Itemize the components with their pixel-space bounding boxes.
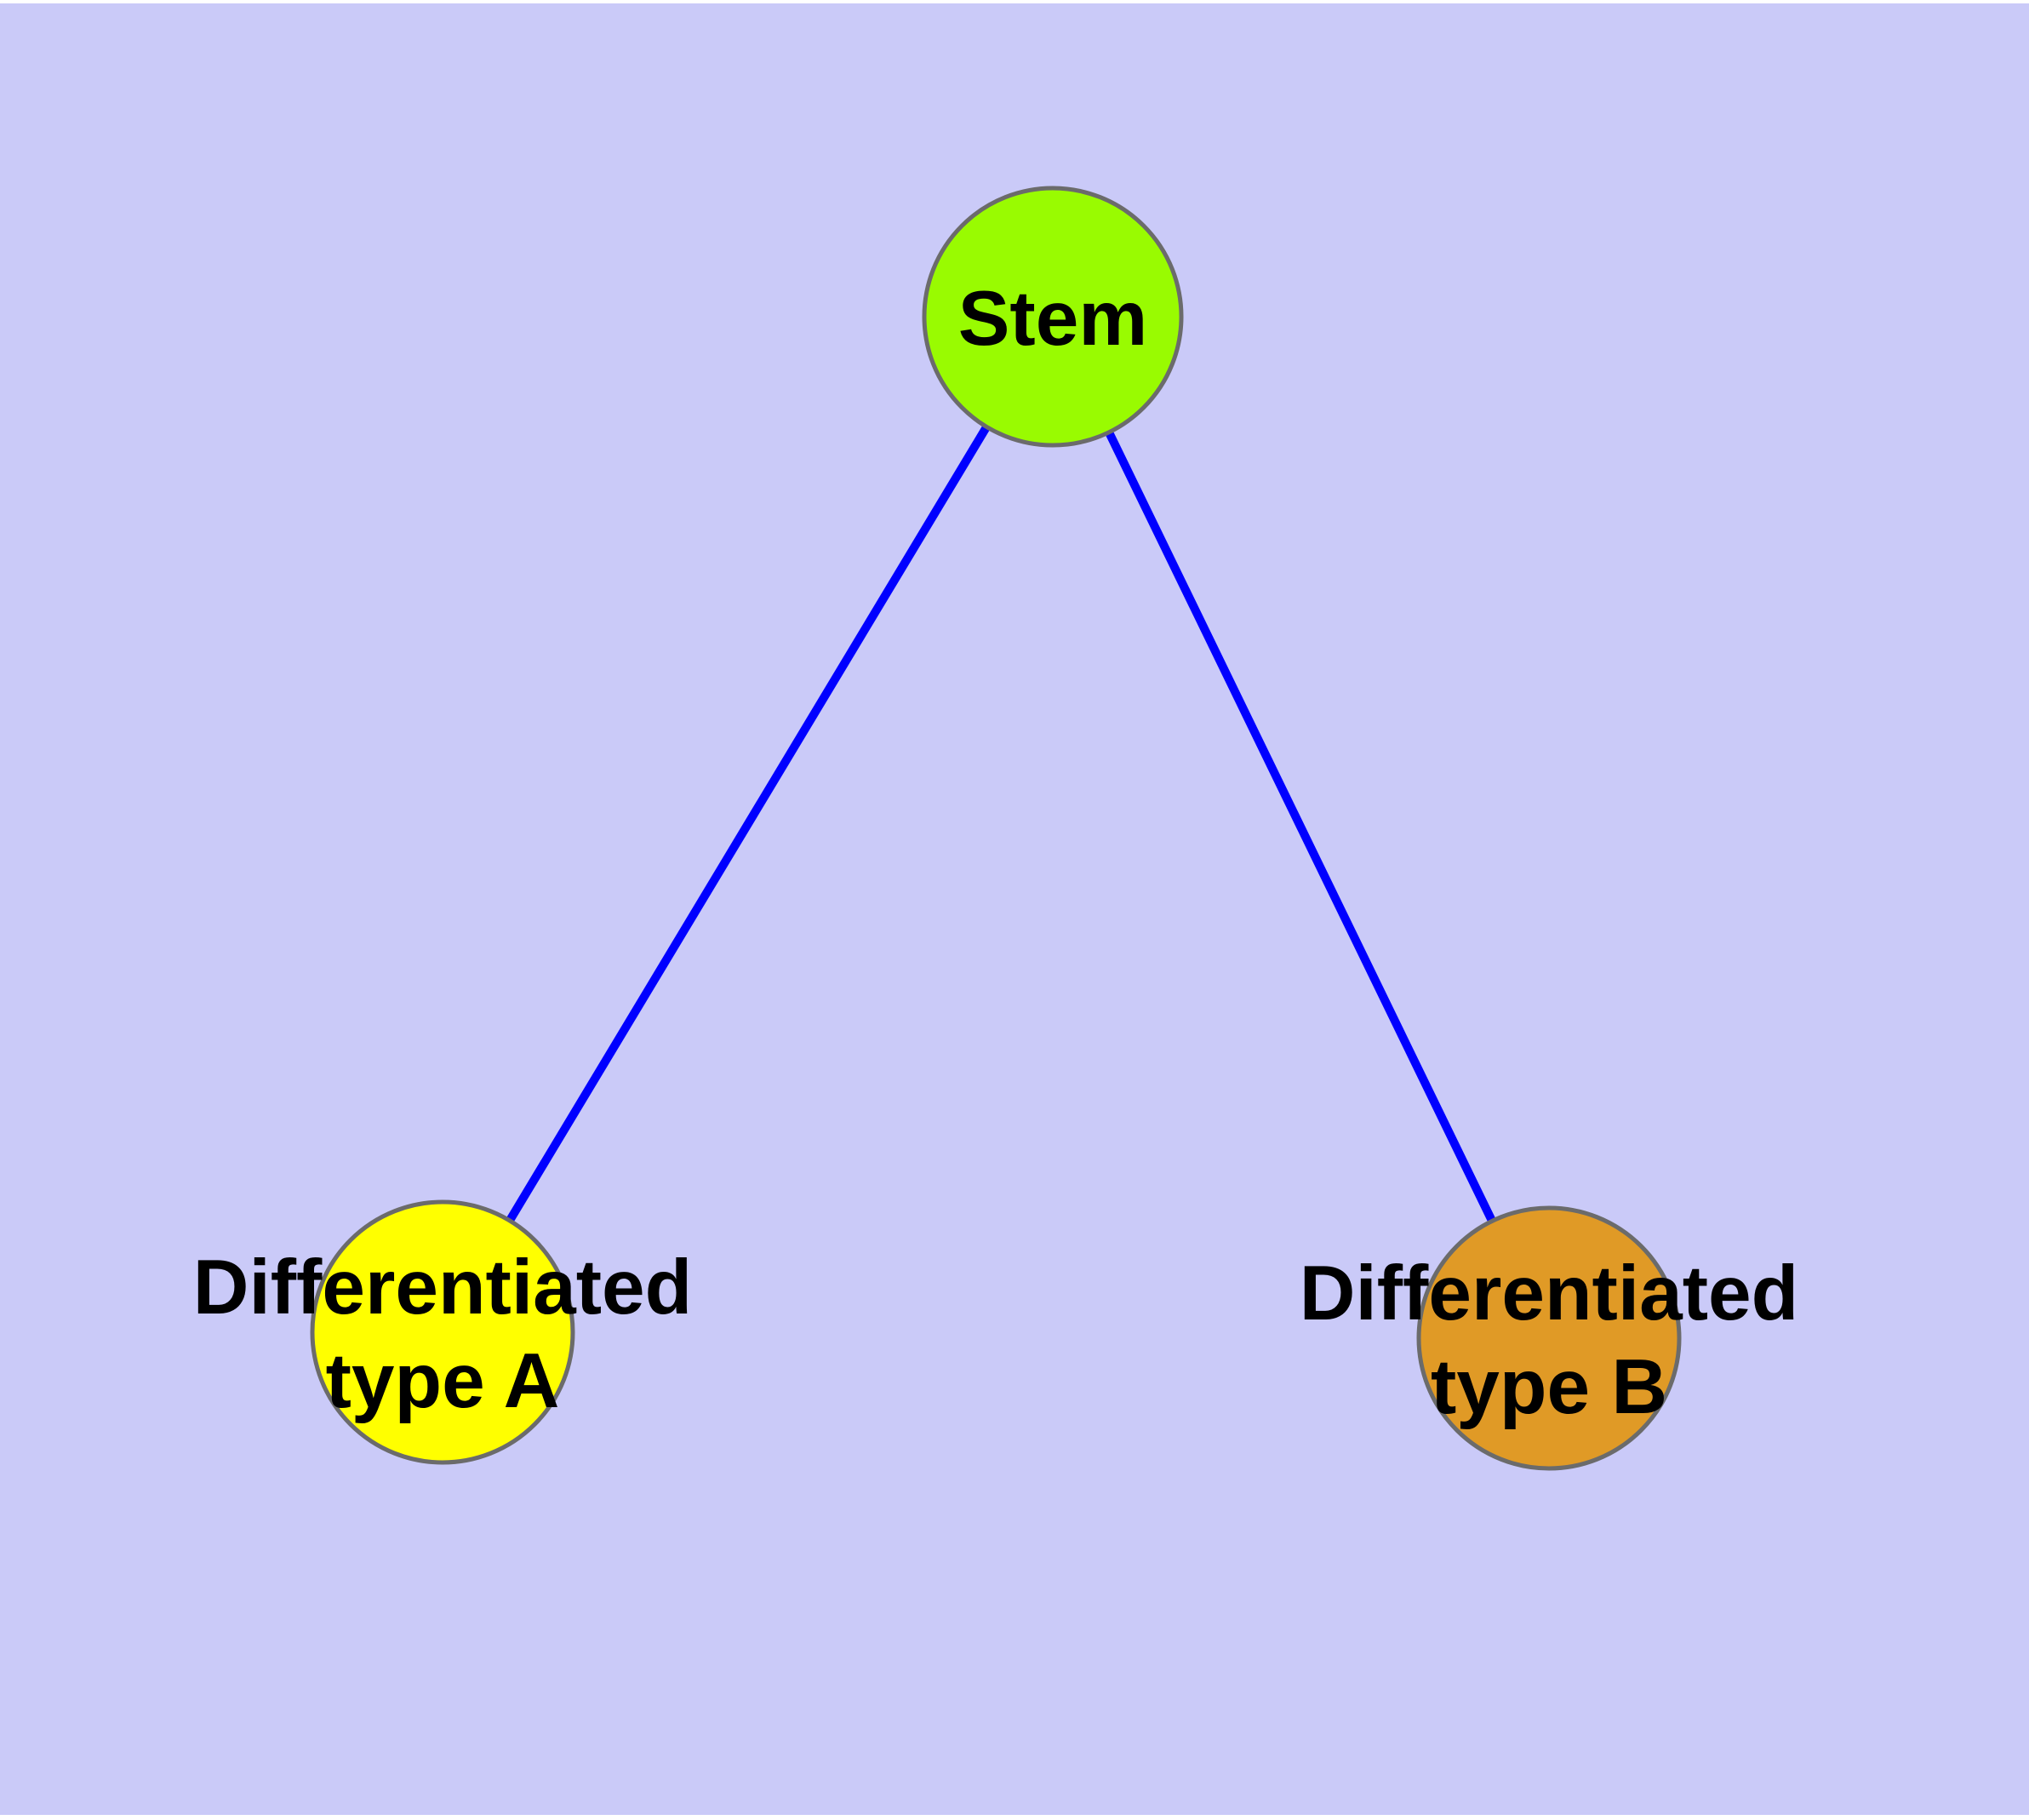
node-label-differentiated-type-a-line-2: type A	[326, 1338, 560, 1424]
node-circle-stem	[922, 186, 1184, 448]
node-label-differentiated-type-b-line-1: Differentiated	[1300, 1251, 1799, 1336]
node-label-differentiated-type-b-line-2: type B	[1431, 1344, 1667, 1430]
node-stem: Stem	[922, 186, 1184, 448]
node-label-stem-line-1: Stem	[958, 276, 1148, 362]
node-circle-differentiated-type-b	[1416, 1205, 1682, 1471]
edge-stem-to-differentiated-type-b	[1049, 314, 1553, 1341]
node-label-differentiated-type-a-line-1: Differentiated	[193, 1245, 693, 1331]
edge-stem-to-differentiated-type-a	[438, 314, 1057, 1335]
node-circle-differentiated-type-a	[310, 1199, 575, 1465]
